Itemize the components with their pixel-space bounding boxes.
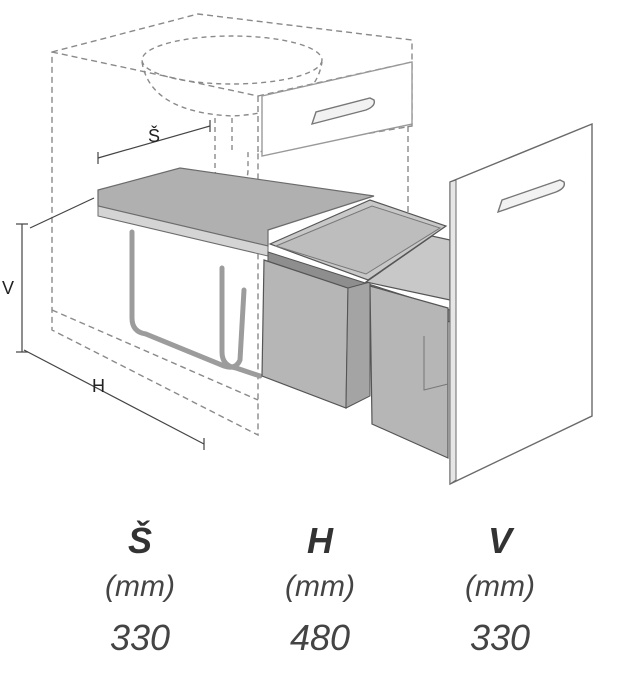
dimension-unit: (mm)	[285, 570, 355, 603]
frame-legs	[129, 229, 263, 379]
dimension-column-s: Š (mm) 330	[60, 518, 220, 666]
drawer-handle	[310, 97, 376, 126]
dimension-lines	[16, 120, 211, 450]
dimension-column-h: H (mm) 480	[240, 518, 400, 666]
dimension-table: Š (mm) 330 H (mm) 480 V (mm) 330	[60, 518, 580, 666]
pullout-bin-diagram: Š V H	[2, 13, 593, 486]
dimension-label-h: H	[92, 376, 105, 396]
dimension-label-s: Š	[148, 125, 160, 146]
dimension-unit: (mm)	[105, 570, 175, 603]
dimension-column-v: V (mm) 330	[420, 518, 580, 666]
dimension-value: 330	[469, 617, 531, 658]
dimension-label: Š	[127, 520, 152, 561]
dimension-label: V	[487, 520, 512, 561]
dimension-label-v: V	[2, 278, 14, 298]
cabinet-drawer	[261, 61, 413, 157]
dimension-unit: (mm)	[465, 570, 535, 603]
bin-left	[261, 199, 448, 409]
door-handle	[496, 179, 566, 214]
dimension-value: 480	[289, 617, 351, 658]
front-door	[449, 122, 593, 486]
dimension-value: 330	[109, 617, 171, 658]
dimension-label: H	[307, 520, 333, 561]
bin-right	[364, 235, 451, 459]
